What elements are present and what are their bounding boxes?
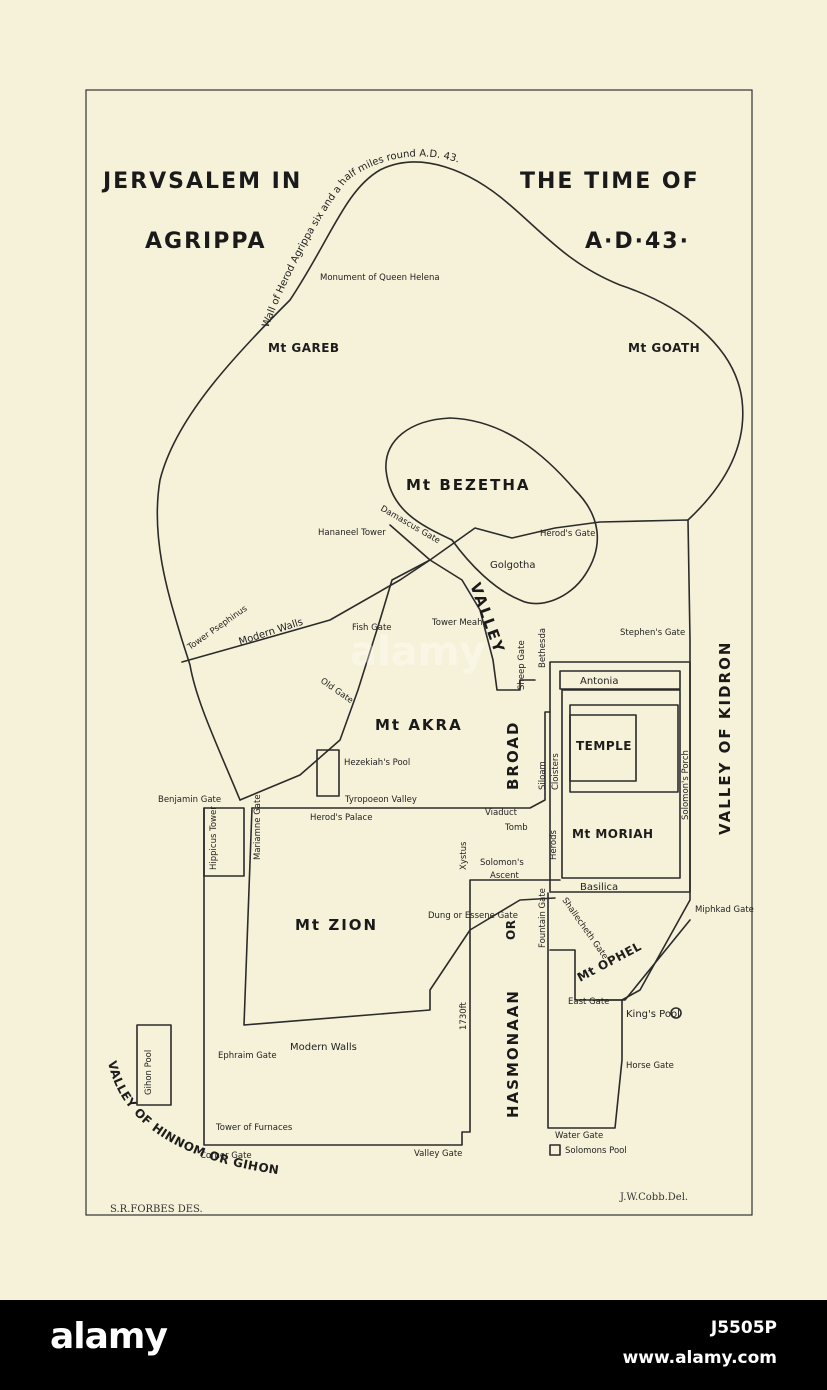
credit-left: S.R.FORBES DES. bbox=[110, 1204, 203, 1215]
label-basilica: Basilica bbox=[580, 882, 618, 893]
antonia-fort bbox=[559, 670, 681, 690]
label-corner-gate: Corner Gate bbox=[200, 1151, 252, 1161]
label-fish-gate: Fish Gate bbox=[352, 623, 392, 633]
label-herods-palace: Herod's Palace bbox=[310, 813, 372, 823]
label-mariamne-gate: Mariamne Gate bbox=[253, 794, 263, 860]
site-url: www.alamy.com bbox=[622, 1348, 777, 1368]
label-tower-furnaces: Tower of Furnaces bbox=[215, 1123, 293, 1133]
label-modern-walls-n: Modern Walls bbox=[238, 617, 305, 648]
label-antonia: Antonia bbox=[580, 676, 618, 687]
label-ephraim-gate: Ephraim Gate bbox=[218, 1051, 277, 1061]
label-shallecheth-gate: Shallecheth Gate bbox=[560, 896, 610, 962]
label-gihon-pool: Gihon Pool bbox=[144, 1050, 154, 1095]
label-hezekiahs-pool: Hezekiah's Pool bbox=[344, 758, 410, 768]
title-line1b: THE TIME OF bbox=[520, 169, 700, 194]
label-solomons-ascent-2: Ascent bbox=[490, 871, 520, 881]
agrippa-wall bbox=[156, 161, 744, 801]
first-wall bbox=[251, 711, 551, 809]
label-hananeel-tower: Hananeel Tower bbox=[318, 528, 386, 538]
modern-wall-north bbox=[181, 559, 431, 663]
label-solomons-porch: Solomon's Porch bbox=[681, 750, 691, 820]
title-line2b: A·D·43· bbox=[585, 229, 690, 254]
label-tyropoeon: Tyropoeon Valley bbox=[344, 795, 417, 805]
stock-footer: alamy J5505P www.alamy.com bbox=[0, 1300, 827, 1390]
label-temple: TEMPLE bbox=[576, 739, 632, 753]
valley-hinnom-path: VALLEY OF HINNOM OR GIHON bbox=[105, 1059, 280, 1177]
label-sheep-gate: Sheep Gate bbox=[517, 640, 527, 690]
second-wall bbox=[429, 519, 691, 1001]
label-benjamin-gate: Benjamin Gate bbox=[158, 795, 221, 805]
hezekiahs-pool-rect bbox=[316, 749, 340, 797]
label-kings-pool: King's Pool bbox=[626, 1009, 680, 1020]
temple-enclosure bbox=[549, 661, 691, 893]
damascus-line bbox=[239, 524, 431, 801]
lower-city-wall bbox=[547, 892, 623, 1129]
label-fountain-gate: Fountain Gate bbox=[538, 888, 548, 948]
label-mt-goath: Mt GOATH bbox=[628, 341, 700, 355]
label-or: OR bbox=[504, 920, 518, 940]
watermark: alamy bbox=[350, 629, 485, 675]
label-xystus: Xystus bbox=[459, 841, 469, 870]
bezetha-wall bbox=[385, 417, 599, 605]
label-bethesda: Bethesda bbox=[538, 628, 548, 668]
label-mt-ophel: Mt OPHEL bbox=[575, 939, 644, 985]
solomons-pool-mark bbox=[549, 1144, 561, 1156]
label-tower-meah: Tower Meah bbox=[431, 618, 483, 628]
label-horse-gate: Horse Gate bbox=[626, 1061, 674, 1071]
label-hasmonaan: HASMONAAN bbox=[504, 989, 522, 1118]
temple-building bbox=[569, 714, 637, 782]
title-line2: AGRIPPA bbox=[145, 229, 266, 254]
label-damascus-gate: Damascus Gate bbox=[379, 504, 442, 546]
label-height: 1730ft bbox=[459, 1002, 469, 1030]
label-dung-gate: Dung or Essene Gate bbox=[428, 911, 518, 921]
label-east-gate: East Gate bbox=[568, 997, 609, 1007]
label-modern-walls-s: Modern Walls bbox=[290, 1042, 357, 1053]
label-herods: Herods bbox=[549, 829, 559, 860]
label-mt-akra: Mt AKRA bbox=[375, 716, 463, 734]
label-viaduct: Viaduct bbox=[485, 808, 518, 818]
label-herods-gate: Herod's Gate bbox=[540, 529, 595, 539]
label-monument: Monument of Queen Helena bbox=[320, 273, 440, 283]
label-mt-moriah: Mt MORIAH bbox=[572, 827, 654, 841]
image-id: J5505P bbox=[710, 1318, 777, 1338]
upper-city-wall bbox=[203, 807, 561, 1146]
label-stephens-gate: Stephen's Gate bbox=[620, 628, 685, 638]
ophel-line bbox=[594, 919, 691, 1001]
label-solomons-ascent-1: Solomon's bbox=[480, 858, 524, 868]
label-mt-zion: Mt ZION bbox=[295, 916, 378, 934]
label-miphkad-gate: Miphkad Gate bbox=[695, 905, 754, 915]
credit-right: J.W.Cobb.Del. bbox=[619, 1192, 688, 1203]
label-old-gate: Old Gate bbox=[318, 676, 354, 706]
kings-pool-mark bbox=[670, 1007, 682, 1019]
label-mt-gareb: Mt GAREB bbox=[268, 341, 340, 355]
label-water-gate: Water Gate bbox=[555, 1131, 603, 1141]
map-frame bbox=[85, 89, 753, 1216]
label-siloam: Siloam bbox=[538, 761, 548, 790]
label-tomb: Tomb bbox=[504, 823, 528, 833]
label-solomons-pool: Solomons Pool bbox=[565, 1146, 627, 1156]
label-mt-bezetha: Mt BEZETHA bbox=[406, 476, 531, 494]
temple-court bbox=[561, 689, 681, 879]
label-hippicus-tower: Hippicus Tower bbox=[209, 806, 219, 870]
gihon-pool-rect bbox=[136, 1024, 172, 1106]
label-valley-hinnom: VALLEY OF HINNOM OR GIHON bbox=[105, 1059, 280, 1177]
label-valley-gate: Valley Gate bbox=[414, 1149, 462, 1159]
label-valley-kidron: VALLEY OF KIDRON bbox=[716, 641, 734, 835]
label-cloisters: Cloisters bbox=[551, 753, 561, 790]
label-broad: BROAD bbox=[504, 721, 522, 790]
zion-inner-wall bbox=[243, 807, 556, 1026]
tower-line bbox=[429, 559, 536, 691]
brand-logo: alamy bbox=[50, 1316, 168, 1357]
jerusalem-map: JERVSALEM IN THE TIME OF AGRIPPA A·D·43·… bbox=[85, 89, 754, 1216]
label-golgotha: Golgotha bbox=[490, 560, 536, 571]
title-line1: JERVSALEM IN bbox=[101, 169, 302, 194]
